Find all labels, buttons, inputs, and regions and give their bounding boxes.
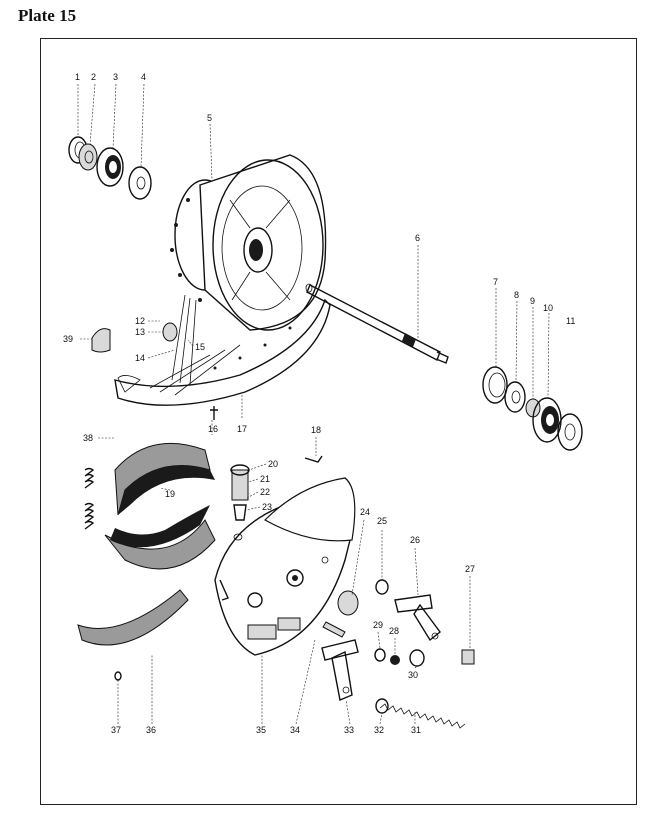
small-washer-part [375, 579, 389, 595]
clip-part [304, 455, 323, 463]
label-35: 35 [256, 725, 266, 735]
brake-plate-part [214, 477, 356, 656]
right-washer-part [504, 381, 526, 413]
label-2: 2 [91, 72, 96, 82]
part-labels: 1 2 3 4 5 6 7 8 9 10 11 12 13 14 15 16 1… [63, 72, 575, 735]
brake-lining-part [77, 589, 189, 646]
label-19: 19 [165, 489, 175, 499]
label-37: 37 [111, 725, 121, 735]
cam-lever-part [321, 639, 359, 701]
label-29: 29 [373, 620, 383, 630]
label-36: 36 [146, 725, 156, 735]
adjuster-part [230, 464, 250, 541]
label-22: 22 [260, 487, 270, 497]
label-28: 28 [389, 626, 399, 636]
spoke-part [171, 294, 197, 386]
label-14: 14 [135, 353, 145, 363]
return-spring-part [379, 703, 466, 729]
label-26: 26 [410, 535, 420, 545]
brake-lever-part [394, 594, 441, 642]
label-17: 17 [237, 424, 247, 434]
small-screw-part [210, 406, 218, 420]
cap-part [91, 328, 111, 353]
label-32: 32 [374, 725, 384, 735]
nut-part [390, 655, 400, 665]
label-21: 21 [260, 474, 270, 484]
nipple-part [162, 322, 178, 342]
washer-small-part [374, 648, 386, 662]
label-20: 20 [268, 459, 278, 469]
label-23: 23 [262, 502, 272, 512]
label-13: 13 [135, 327, 145, 337]
label-5: 5 [207, 113, 212, 123]
label-34: 34 [290, 725, 300, 735]
label-11: 11 [566, 316, 575, 326]
label-8: 8 [514, 290, 519, 300]
label-25: 25 [377, 516, 387, 526]
label-1: 1 [75, 72, 80, 82]
label-30: 30 [408, 670, 418, 680]
wheel-rim-part [114, 298, 331, 406]
label-7: 7 [493, 277, 498, 287]
label-24: 24 [360, 507, 370, 517]
plate-title: Plate 15 [18, 6, 77, 25]
oil-seal-part [78, 143, 98, 171]
label-15: 15 [195, 342, 205, 352]
label-27: 27 [465, 564, 475, 574]
rivet-part [114, 671, 122, 681]
right-circlip-part [482, 366, 508, 404]
label-4: 4 [141, 72, 146, 82]
right-bearing-part [532, 397, 562, 443]
brake-spring-part [84, 467, 95, 530]
pin-part [322, 621, 346, 638]
end-cap-part [461, 649, 475, 665]
distance-piece-part [337, 590, 359, 616]
dust-cover-part [557, 413, 583, 451]
label-10: 10 [543, 303, 553, 313]
label-39: 39 [63, 334, 73, 344]
label-31: 31 [411, 725, 421, 735]
diagram-frame [40, 38, 637, 805]
label-38: 38 [83, 433, 93, 443]
washer-ring-part [409, 649, 425, 667]
wheel-spindle-part [305, 283, 449, 364]
washer-part [128, 166, 152, 200]
label-16: 16 [208, 424, 218, 434]
brake-shoe-part [104, 442, 216, 570]
label-18: 18 [311, 425, 321, 435]
leader-lines [77, 83, 550, 725]
label-33: 33 [344, 725, 354, 735]
wheel-hub-part [170, 154, 327, 331]
label-12: 12 [135, 316, 145, 326]
label-6: 6 [415, 233, 420, 243]
label-9: 9 [530, 296, 535, 306]
label-3: 3 [113, 72, 118, 82]
bearing-part [96, 147, 124, 187]
